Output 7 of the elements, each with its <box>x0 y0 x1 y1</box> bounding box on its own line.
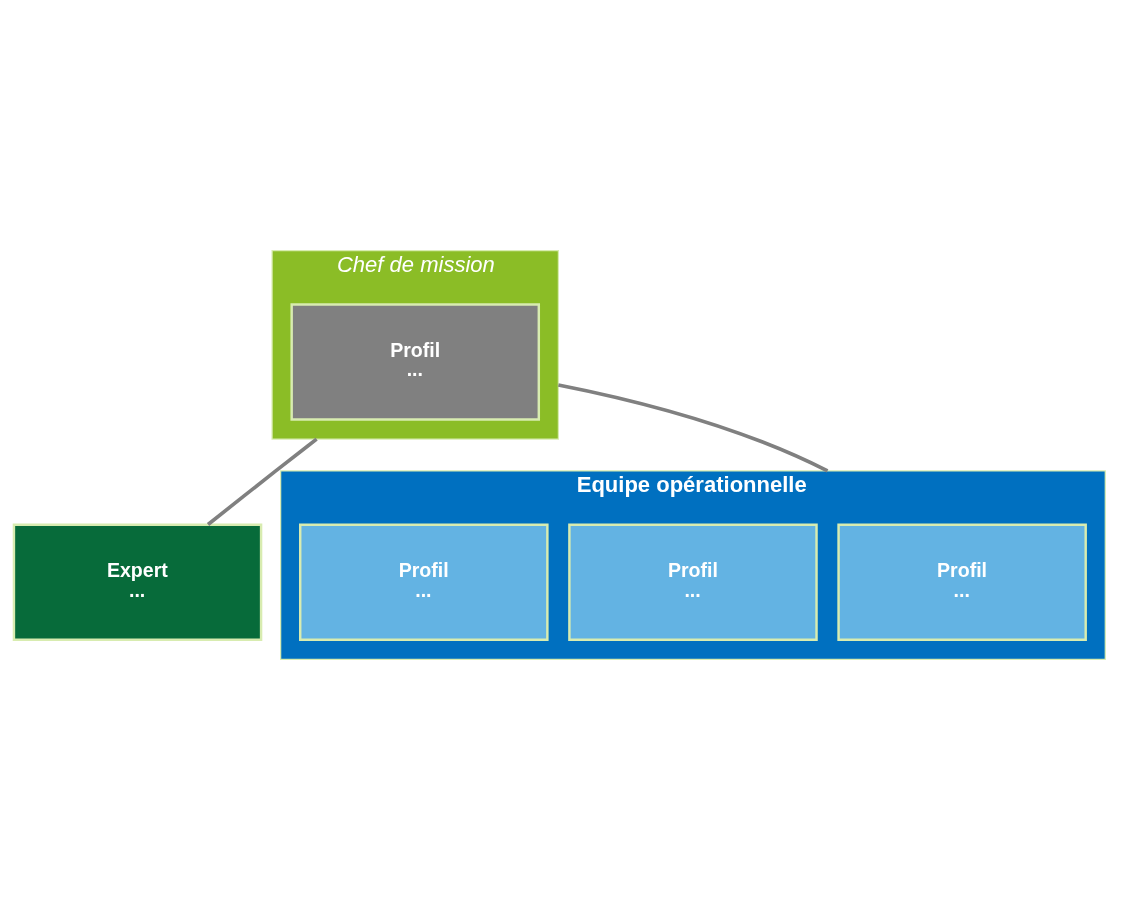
node-box: Profil ... <box>837 523 1087 641</box>
node-box: Profil ... <box>568 523 818 641</box>
connector <box>558 382 829 473</box>
node-box: Profil ... <box>290 302 541 421</box>
connector <box>206 437 318 526</box>
node-box: Profil ... <box>299 523 549 641</box>
node-box: Expert ... <box>12 523 263 641</box>
